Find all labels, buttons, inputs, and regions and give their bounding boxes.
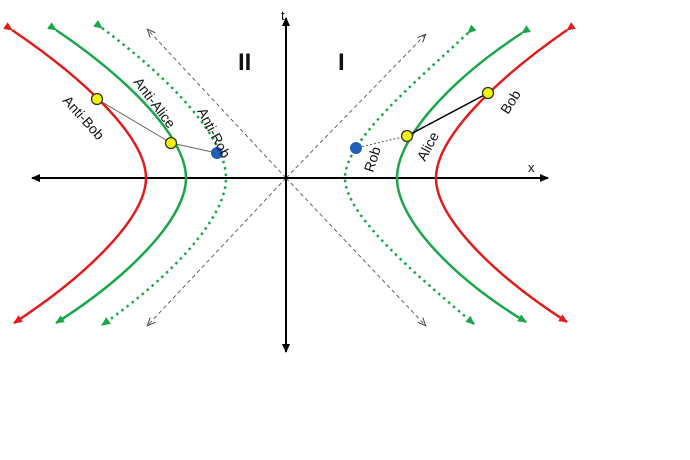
alice-label: Alice	[414, 129, 442, 163]
rob-worldline	[343, 24, 477, 325]
detector-markers	[90, 86, 495, 159]
anti-bob-detector	[90, 92, 104, 106]
left-wedge-worldlines	[3, 20, 228, 327]
alice-rob-link	[355, 135, 408, 149]
light-cone	[148, 30, 425, 325]
region-label-i: I	[338, 49, 345, 76]
light-cone-sw	[148, 177, 287, 325]
anti-rob-detector	[211, 147, 223, 159]
anti-alice-detector	[164, 136, 178, 150]
anti-alice-anti-rob-link	[170, 142, 218, 154]
region-label-ii: II	[238, 49, 251, 76]
light-cone-nw	[148, 30, 287, 179]
bob-worldline	[434, 22, 576, 324]
detector-connections	[96, 92, 489, 154]
rob-detector	[350, 142, 362, 154]
anti-bob-anti-alice-link	[96, 98, 172, 144]
anti-bob-worldline	[3, 22, 148, 325]
rob-label: Rob	[361, 144, 384, 174]
axes: x t	[31, 8, 549, 353]
t-axis-label: t	[281, 8, 285, 23]
alice-worldline	[395, 25, 531, 324]
light-cone-ne	[285, 35, 425, 179]
anti-rob-worldline	[93, 20, 228, 327]
anti-alice-label: Anti-Alice	[131, 74, 179, 131]
bob-detector	[481, 86, 495, 100]
anti-alice-worldline	[47, 22, 188, 325]
light-cone-se	[285, 177, 425, 325]
x-axis-label: x	[528, 160, 535, 175]
right-wedge-worldlines	[343, 22, 576, 325]
alice-detector	[400, 129, 414, 143]
alice-bob-link	[406, 92, 489, 137]
bob-label: Bob	[497, 87, 524, 117]
